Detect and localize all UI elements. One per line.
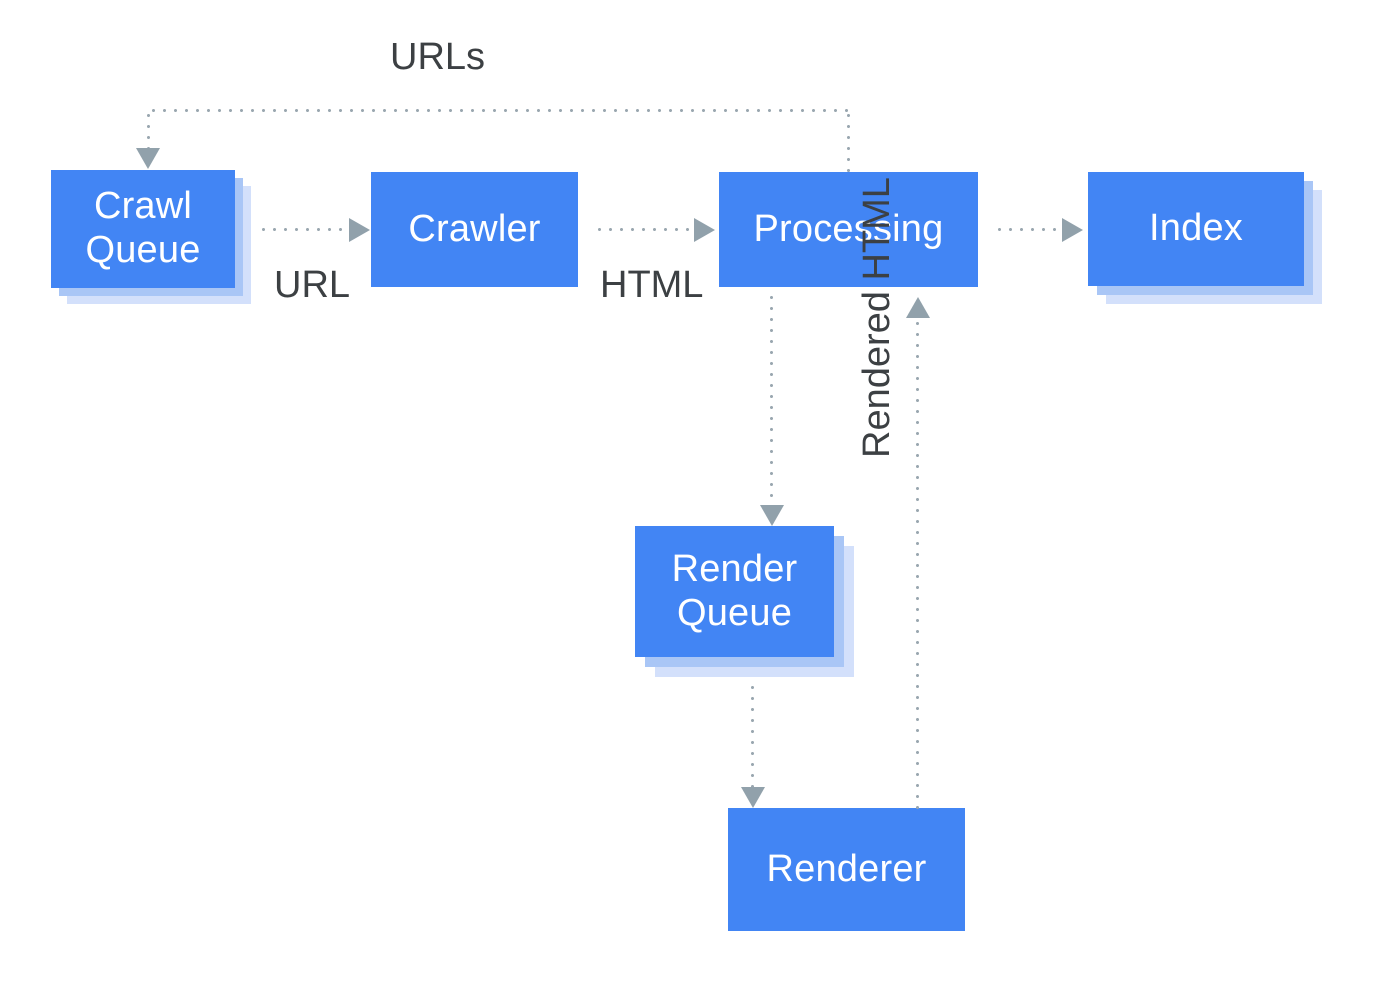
connector-render-queue-to-renderer xyxy=(751,682,754,787)
node-label-render-queue: Render Queue xyxy=(671,547,798,634)
arrowhead-into-index xyxy=(1062,218,1083,242)
node-label-crawl-queue: Crawl Queue xyxy=(85,185,201,271)
crawl-queue-face: Crawl Queue xyxy=(51,170,235,288)
node-crawler[interactable]: Crawler xyxy=(371,172,578,287)
arrowhead-into-processing-from-renderer xyxy=(906,297,930,318)
edge-label-url: URL xyxy=(274,264,351,306)
crawler-face: Crawler xyxy=(371,172,578,287)
node-renderer[interactable]: Renderer xyxy=(728,808,965,931)
edge-label-rendered-html: Rendered HTML xyxy=(856,177,898,458)
render-queue-face: Render Queue xyxy=(635,526,834,657)
arrowhead-into-processing-from-crawler xyxy=(694,218,715,242)
connector-crawler-to-processing xyxy=(594,228,698,231)
node-render-queue[interactable]: Render Queue xyxy=(635,526,854,677)
connector-renderer-to-processing xyxy=(916,318,919,810)
node-label-crawler: Crawler xyxy=(408,207,541,250)
node-crawl-queue[interactable]: Crawl Queue xyxy=(51,170,251,304)
connector-urls-horizontal xyxy=(148,109,850,112)
node-label-index: Index xyxy=(1149,207,1243,250)
edge-label-urls: URLs xyxy=(390,36,486,78)
node-label-processing: Processing xyxy=(753,207,944,250)
connector-urls-to-crawlqueue-drop xyxy=(147,110,150,152)
arrowhead-into-crawler xyxy=(349,218,370,242)
connector-processing-to-render-queue xyxy=(770,292,773,508)
arrowhead-into-render-queue xyxy=(760,505,784,526)
processing-face: Processing xyxy=(719,172,978,287)
arrowhead-urls-into-crawl-queue xyxy=(136,148,160,169)
index-face: Index xyxy=(1088,172,1304,286)
arrowhead-into-renderer xyxy=(741,787,765,808)
connector-crawlqueue-to-crawler xyxy=(258,228,353,231)
edge-label-html: HTML xyxy=(600,264,704,306)
node-index[interactable]: Index xyxy=(1088,172,1322,304)
connector-processing-to-index xyxy=(994,228,1066,231)
connector-processing-to-urls-riser xyxy=(847,110,850,172)
node-label-renderer: Renderer xyxy=(766,847,927,890)
renderer-face: Renderer xyxy=(728,808,965,931)
node-processing[interactable]: Processing xyxy=(719,172,978,287)
